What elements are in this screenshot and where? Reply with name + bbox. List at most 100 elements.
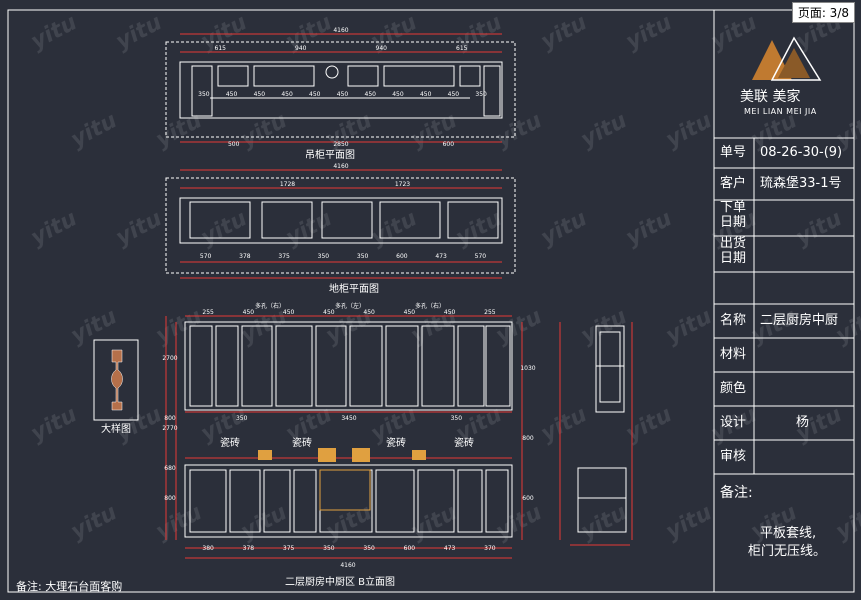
footer-note: 备注: 大理石台面客购 [16, 580, 123, 593]
page-indicator: 页面: 3/8 [791, 2, 855, 23]
dimension-segment: 615 [215, 45, 227, 52]
title-block-label: 审核 [720, 449, 747, 464]
lower-door [189, 469, 227, 533]
dimension-bottom: 370 [484, 545, 496, 552]
dimension-right: 800 [522, 435, 534, 442]
detail-title: 大样图 [101, 422, 131, 435]
title-block-label: 颜色 [720, 381, 747, 396]
dimension-inner: 450 [365, 91, 377, 98]
lower-door [417, 469, 455, 533]
dimension-bottom: 350 [363, 545, 375, 552]
notes-line-2: 柜门无压线。 [748, 544, 827, 559]
dimension-bottom: 375 [283, 545, 295, 552]
upper-door [457, 325, 485, 407]
lower-door [319, 469, 373, 533]
dimension-segment: 615 [456, 45, 468, 52]
dimension-top: 255 [484, 309, 496, 316]
upper-door [189, 325, 213, 407]
title-block-value: 08-26-30-(9) [760, 145, 843, 160]
notes-label: 备注: [720, 485, 753, 501]
title-block-label: 设计 [720, 415, 747, 430]
upper-door [275, 325, 313, 407]
lower-door [229, 469, 261, 533]
upper-door [421, 325, 455, 407]
detail-drawing: 大样图 [93, 339, 139, 435]
dimension-inner: 450 [448, 91, 460, 98]
dimension-bottom: 350 [323, 545, 335, 552]
dimension-inner: 450 [254, 91, 266, 98]
dimension-bottom: 570 [475, 253, 487, 260]
dimension-top: 450 [404, 309, 416, 316]
upper-cabinet-plan: 4160 615 940 940 615 350 450 450 450 450 450 450 450… [165, 27, 516, 161]
dimension-note: 多孔（左） [335, 302, 365, 310]
lower-door [375, 469, 415, 533]
dimension-inner: 450 [392, 91, 404, 98]
dimension-top: 1723 [395, 181, 410, 188]
title-block-value: 琉森堡33-1号 [760, 176, 842, 191]
title-block-value: 二层厨房中厨 [760, 313, 839, 328]
dimension-total: 4160 [333, 27, 348, 34]
logo-icon [752, 36, 822, 81]
dimension-bottom: 378 [239, 253, 251, 260]
dimension-bottom: 600 [443, 141, 455, 148]
title-block-label: 下单 日期 [720, 200, 747, 230]
dimension-top: 450 [444, 309, 456, 316]
tile-label: 瓷砖 [386, 436, 406, 449]
dimension-bottom: 600 [396, 253, 408, 260]
title-block-label: 单号 [720, 145, 747, 160]
dimension-right: 1030 [520, 365, 535, 372]
elevation-title: 二层厨房中厨区 B立面图 [285, 575, 395, 588]
title-block-value: 杨 [796, 415, 810, 430]
title-block-label: 客户 [720, 176, 747, 191]
dimension-top: 255 [202, 309, 214, 316]
title-block-grid [714, 137, 854, 475]
dimension-mid: 350 [236, 415, 248, 422]
upper-door [215, 325, 239, 407]
upper-plan-title: 吊柜平面图 [305, 148, 355, 161]
dimension-bottom: 600 [404, 545, 416, 552]
title-block-label: 名称 [720, 313, 747, 328]
dimension-left: 2700 [162, 355, 177, 362]
dimension-left: 2770 [162, 425, 177, 432]
dimension-bottom: 570 [200, 253, 212, 260]
dimension-top: 1728 [280, 181, 295, 188]
dimension-segment: 940 [295, 45, 307, 52]
dimension-segment: 940 [376, 45, 388, 52]
dimension-inner: 350 [475, 91, 487, 98]
upper-door [385, 325, 419, 407]
dimension-bottom: 378 [243, 545, 255, 552]
brand-name: 美联 美家 [740, 89, 801, 105]
dimension-bottom: 2850 [333, 141, 348, 148]
dimension-inner: 450 [309, 91, 321, 98]
upper-door [241, 325, 273, 407]
tile-label: 瓷砖 [454, 436, 474, 449]
dimension-inner: 350 [198, 91, 210, 98]
lower-door [485, 469, 509, 533]
tile-label: 瓷砖 [292, 436, 312, 449]
dimension-left: 800 [164, 415, 176, 422]
dimension-bottom: 500 [228, 141, 240, 148]
lower-door [293, 469, 317, 533]
dimension-left: 680 [164, 465, 176, 472]
dimension-note: 多孔（右） [415, 302, 445, 310]
dimension-bottom: 375 [278, 253, 290, 260]
upper-door [315, 325, 347, 407]
base-plan-title: 地柜平面图 [329, 282, 379, 295]
dimension-inner: 450 [420, 91, 432, 98]
dimension-bottom: 473 [435, 253, 447, 260]
notes-line-1: 平板套线, [760, 526, 817, 541]
brand-pinyin: MEI LIAN MEI JIA [744, 107, 817, 116]
dimension-top: 450 [283, 309, 295, 316]
dimension-top: 450 [323, 309, 335, 316]
upper-door [485, 325, 511, 407]
dimension-inner: 450 [337, 91, 349, 98]
dimension-total: 4160 [340, 562, 355, 569]
dimension-left: 800 [164, 495, 176, 502]
dimension-bottom: 350 [318, 253, 330, 260]
dimension-top: 450 [243, 309, 255, 316]
dimension-inner: 450 [226, 91, 238, 98]
dimension-inner: 450 [281, 91, 293, 98]
dimension-mid: 350 [451, 415, 463, 422]
